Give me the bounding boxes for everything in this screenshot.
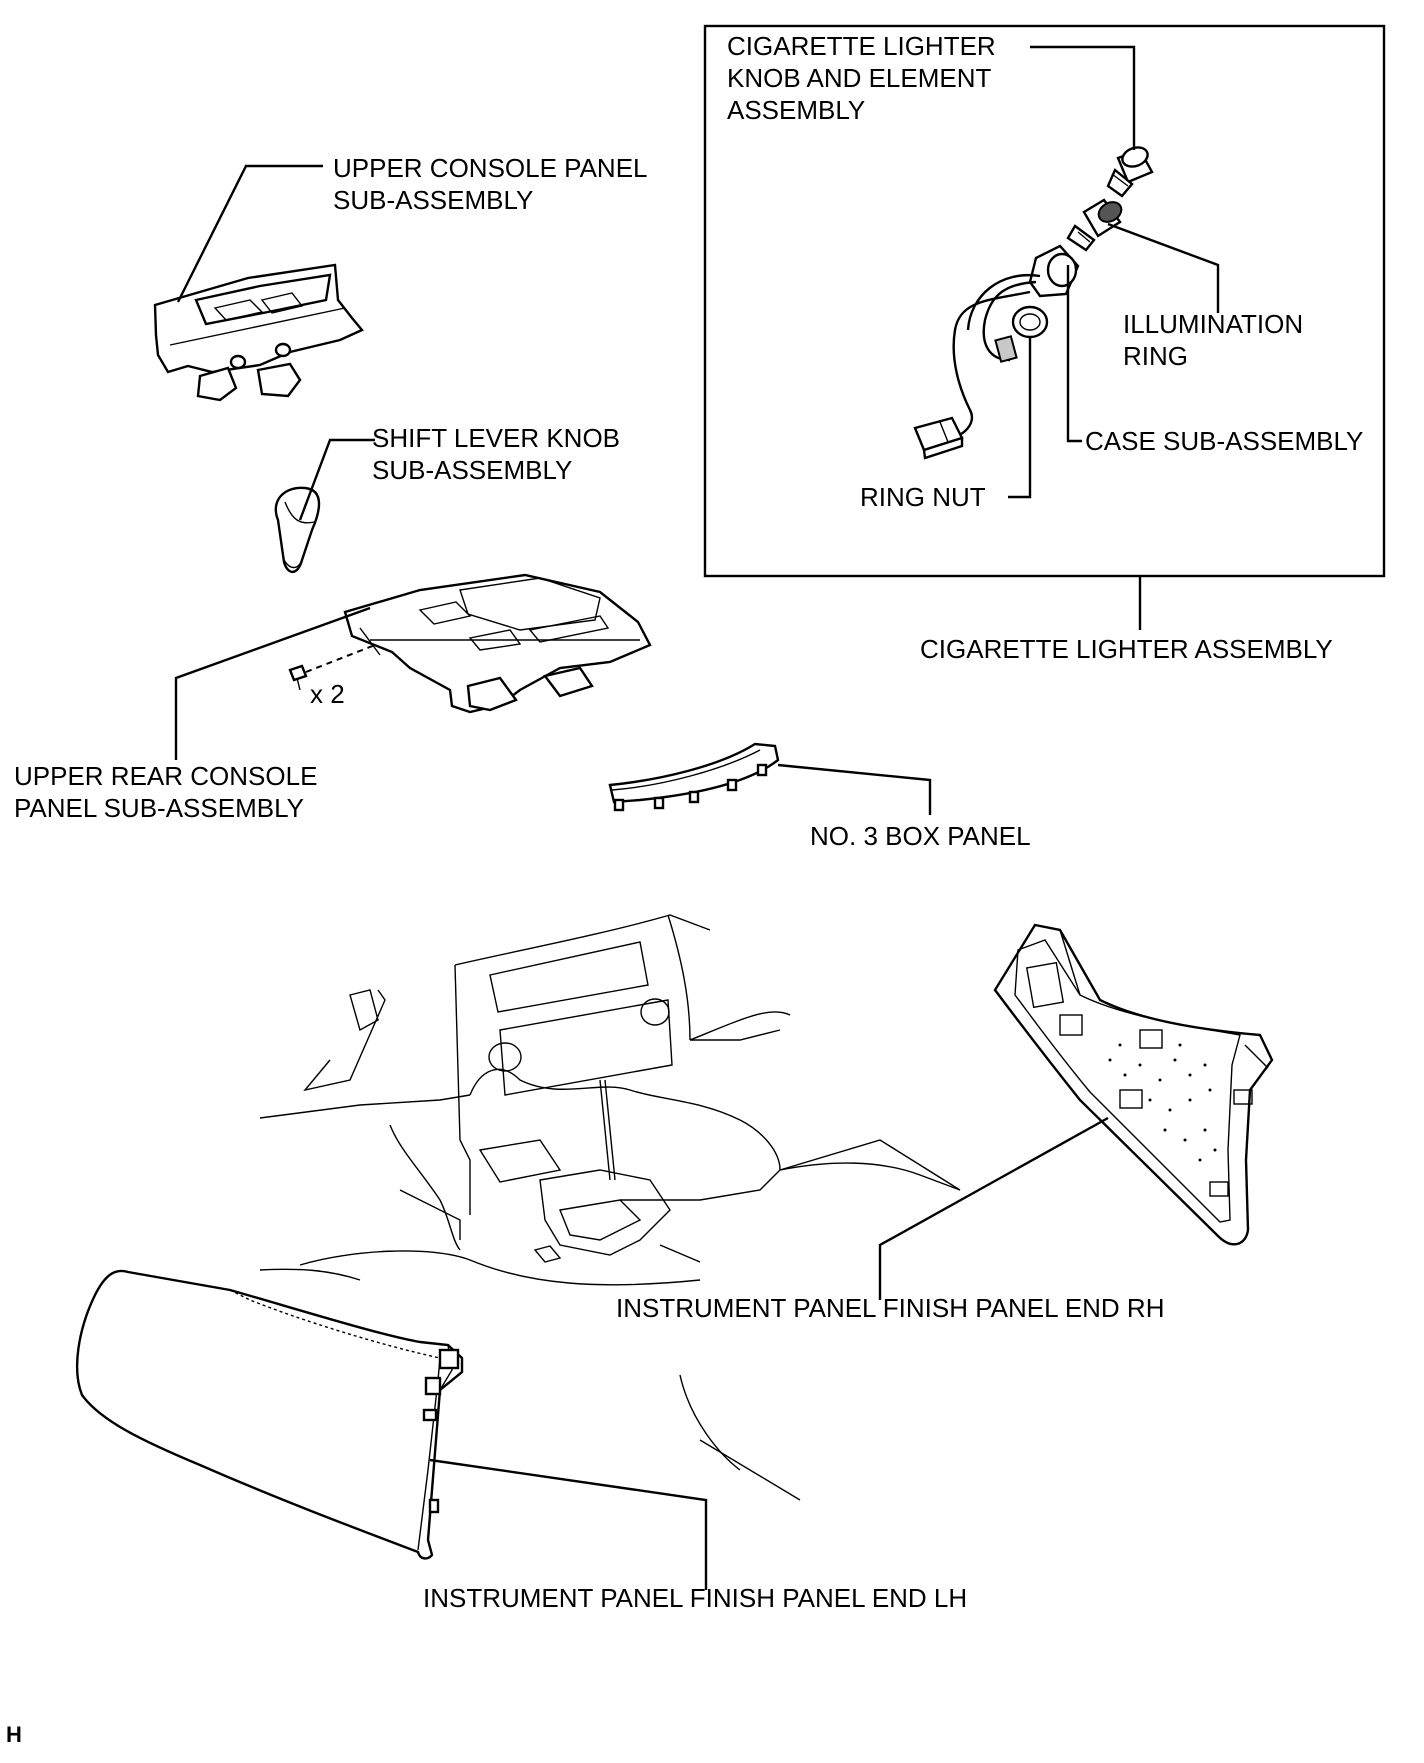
upper-console-panel-leader xyxy=(176,164,323,303)
label-no3-box-panel: NO. 3 BOX PANEL xyxy=(810,821,1031,851)
finish-panel-end-lh-icon xyxy=(75,1269,464,1560)
label-fastener-count: x 2 xyxy=(310,679,345,709)
shift-lever-knob-icon xyxy=(274,486,321,574)
corner-code: H xyxy=(6,1722,22,1747)
illumination-ring-icon xyxy=(1066,198,1123,252)
ring-nut-leader xyxy=(1008,338,1032,499)
case-sub-assembly-leader xyxy=(1066,265,1082,443)
label-illumination-ring: ILLUMINATION RING xyxy=(1123,309,1304,371)
illumination-ring-leader xyxy=(1107,222,1220,313)
label-case-sub-assembly: CASE SUB-ASSEMBLY xyxy=(1085,426,1364,456)
lighter-knob-icon xyxy=(1106,146,1154,198)
upper-rear-console-panel-icon xyxy=(343,573,652,714)
screw-guide-dashed xyxy=(305,644,376,673)
connector-icon xyxy=(913,416,964,460)
upper-rear-console-panel-leader xyxy=(174,606,371,760)
upper-console-panel-icon xyxy=(153,263,364,402)
shift-lever-knob-leader xyxy=(298,438,375,521)
cigarette-lighter-inset-frame xyxy=(703,24,1386,578)
label-cigarette-lighter-knob: CIGARETTE LIGHTER KNOB AND ELEMENT ASSEM… xyxy=(727,31,996,125)
finish-panel-end-rh-icon xyxy=(993,923,1274,1246)
label-upper-console-panel: UPPER CONSOLE PANEL SUB-ASSEMBLY xyxy=(333,153,648,215)
finish-panel-end-lh-leader xyxy=(429,1458,708,1590)
label-shift-lever-knob: SHIFT LEVER KNOB SUB-ASSEMBLY xyxy=(372,423,621,485)
lighter-knob-leader xyxy=(1030,45,1136,150)
no3-box-panel-icon xyxy=(608,742,780,812)
label-upper-rear-console-panel: UPPER REAR CONSOLE PANEL SUB-ASSEMBLY xyxy=(14,761,318,823)
label-finish-panel-end-lh: INSTRUMENT PANEL FINISH PANEL END LH xyxy=(423,1583,968,1613)
label-finish-panel-end-rh: INSTRUMENT PANEL FINISH PANEL END RH xyxy=(616,1293,1165,1323)
label-cigarette-lighter-assembly: CIGARETTE LIGHTER ASSEMBLY xyxy=(920,634,1333,664)
vehicle-interior-outline xyxy=(259,914,961,1501)
label-ring-nut: RING NUT xyxy=(860,482,986,512)
finish-panel-end-rh-leader xyxy=(878,1116,1109,1300)
ring-nut-icon xyxy=(1011,305,1049,339)
no3-box-panel-leader xyxy=(777,763,932,815)
case-sub-assembly-icon xyxy=(939,244,1080,442)
screw-icon xyxy=(288,664,308,691)
